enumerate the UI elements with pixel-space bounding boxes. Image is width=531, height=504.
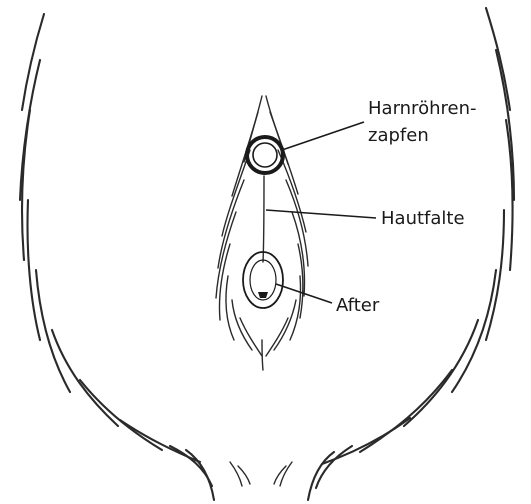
left-body-contour — [20, 14, 250, 500]
urethral-papilla — [247, 137, 283, 173]
anus-shape — [243, 252, 283, 308]
label-urethral-line1: Harnröhren- — [368, 98, 476, 119]
leader-line-urethral — [282, 122, 364, 150]
label-urethral-line2: zapfen — [368, 125, 429, 146]
label-anus: After — [336, 295, 380, 316]
right-body-contour — [274, 8, 514, 500]
label-skin-fold: Hautfalte — [381, 208, 465, 229]
leader-line-skin-fold — [266, 210, 376, 218]
